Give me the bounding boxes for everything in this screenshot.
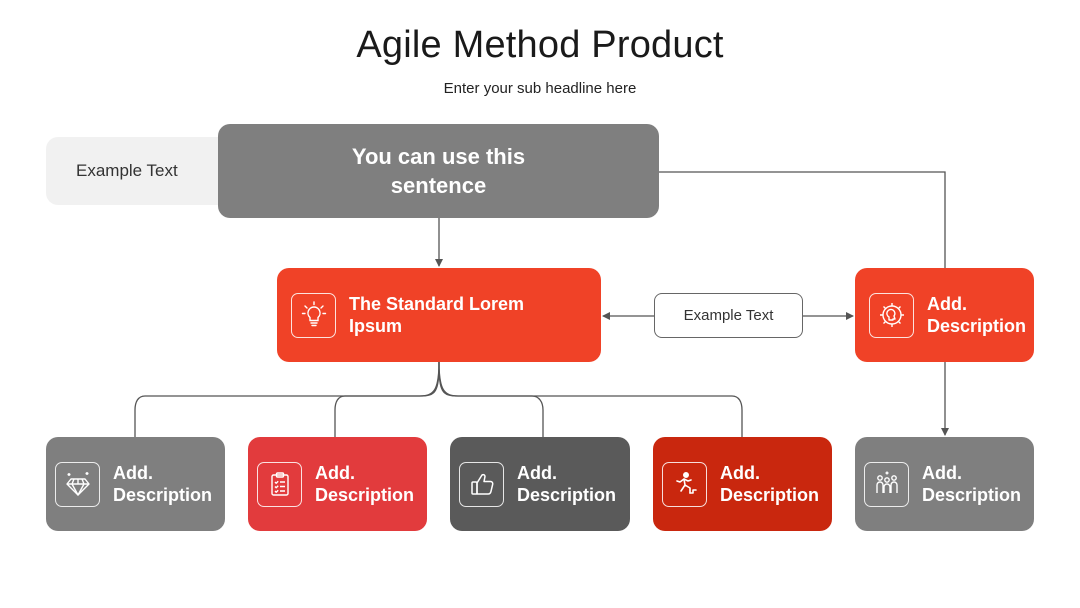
page-subtitle: Enter your sub headline here — [443, 80, 637, 97]
brace-connector-1 — [134, 361, 440, 437]
description-card-5: Add. Description — [855, 437, 1034, 531]
side-description-label: Add. Description — [927, 294, 1027, 336]
diamond-icon — [55, 461, 100, 507]
team-icon — [864, 461, 909, 507]
description-card-1: Add. Description — [46, 437, 225, 531]
gear-head-icon — [869, 292, 914, 338]
top-sentence-label: You can use this sentence — [351, 144, 526, 198]
brace-connector-3 — [438, 361, 544, 437]
runner-icon — [662, 461, 707, 507]
brace-connector-4 — [438, 361, 743, 437]
example-text-note: Example Text — [46, 137, 236, 205]
description-label-4: Add. Description — [720, 463, 820, 505]
thumbs-up-icon — [459, 461, 504, 507]
description-card-3: Add. Description — [450, 437, 630, 531]
top-to-side-connector — [659, 171, 946, 268]
side-description-box: Add. Description — [855, 268, 1034, 362]
description-card-4: Add. Description — [653, 437, 832, 531]
clipboard-icon — [257, 461, 302, 507]
description-label-1: Add. Description — [113, 463, 213, 505]
description-card-2: Add. Description — [248, 437, 427, 531]
connector-label-pill: Example Text — [654, 293, 803, 338]
description-label-3: Add. Description — [517, 463, 617, 505]
description-label-5: Add. Description — [922, 463, 1022, 505]
standard-lorem-label: The Standard Lorem Ipsum — [349, 294, 525, 336]
lightbulb-icon — [291, 292, 336, 338]
description-label-2: Add. Description — [315, 463, 415, 505]
page-title: Agile Method Product — [356, 24, 724, 66]
standard-lorem-box: The Standard Lorem Ipsum — [277, 268, 601, 362]
top-sentence-box: You can use this sentence — [218, 124, 659, 218]
brace-connector-2 — [334, 361, 440, 437]
